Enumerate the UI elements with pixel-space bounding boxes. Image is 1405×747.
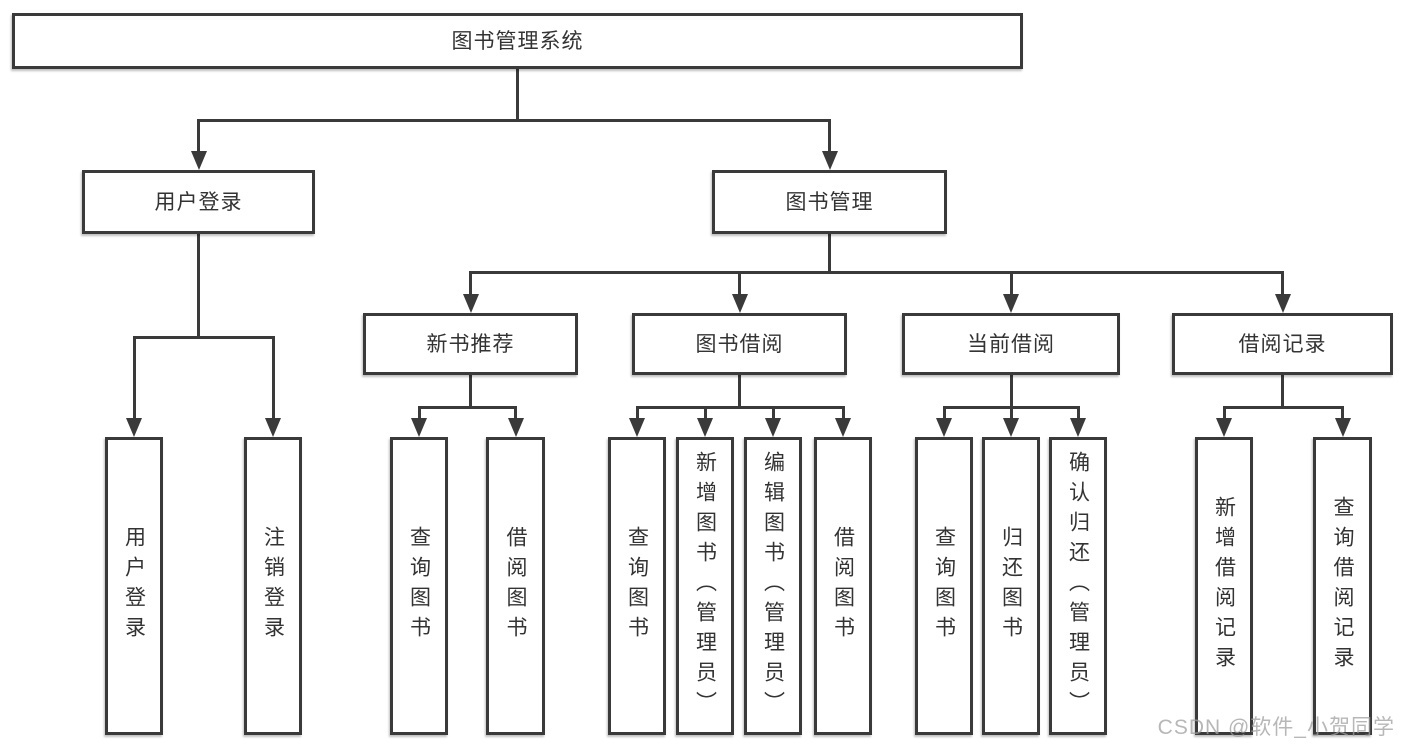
node-label-borrowing-records: 借阅记录 [1238, 332, 1327, 356]
connector-line [841, 406, 845, 421]
node-leaf-borrow-books-rec: 借阅图书 [486, 437, 545, 735]
arrowhead-down-icon [1334, 418, 1351, 437]
node-label-new-book-recommendation: 新书推荐 [426, 332, 515, 356]
connector-line [271, 336, 275, 421]
node-label-leaf-query-borrow-record: 查询借阅记录 [1331, 496, 1354, 676]
connector-line [738, 271, 741, 297]
node-borrowing-records: 借阅记录 [1172, 313, 1393, 375]
arrowhead-down-icon [1003, 418, 1019, 437]
connector-line [1341, 406, 1344, 421]
node-label-library-system: 图书管理系统 [451, 29, 584, 53]
arrowhead-down-icon [821, 151, 838, 170]
node-label-leaf-borrow-books-borrow: 借阅图书 [831, 526, 855, 646]
arrowhead-down-icon [507, 418, 524, 437]
node-label-leaf-borrow-books-rec: 借阅图书 [504, 526, 527, 646]
node-leaf-user-login: 用户登录 [105, 437, 163, 735]
node-label-leaf-user-login: 用户登录 [122, 526, 146, 646]
node-leaf-return-books: 归还图书 [982, 437, 1040, 735]
connector-line [132, 336, 275, 339]
connector-line [738, 375, 741, 409]
connector-line [469, 271, 472, 297]
connector-line [1222, 406, 1226, 421]
node-label-current-borrowing: 当前借阅 [967, 332, 1055, 356]
arrowhead-down-icon [731, 294, 748, 313]
arrowhead-down-icon [765, 418, 781, 437]
connector-line [197, 119, 200, 154]
connector-line [1281, 375, 1284, 409]
connector-line [1009, 271, 1013, 297]
node-leaf-query-borrow-record: 查询借阅记录 [1313, 437, 1372, 735]
arrowhead-down-icon [1070, 418, 1086, 437]
node-label-leaf-add-books-admin: 新增图书（管理员） [693, 451, 717, 721]
node-user-login: 用户登录 [82, 170, 315, 234]
connector-line [703, 406, 707, 421]
node-label-leaf-return-books: 归还图书 [999, 526, 1023, 646]
arrowhead-down-icon [936, 418, 952, 437]
connector-line [635, 406, 639, 421]
connector-line [469, 375, 472, 409]
node-label-user-login: 用户登录 [154, 190, 243, 214]
node-leaf-borrow-books-borrow: 借阅图书 [814, 437, 872, 735]
node-leaf-query-books-borrow: 查询图书 [608, 437, 666, 735]
connector-line [942, 406, 946, 421]
arrowhead-down-icon [126, 418, 142, 437]
connector-line [771, 406, 775, 421]
arrowhead-down-icon [462, 294, 479, 313]
node-leaf-add-borrow-record: 新增借阅记录 [1195, 437, 1253, 735]
arrowhead-down-icon [629, 418, 645, 437]
connector-line [1076, 406, 1080, 421]
node-label-leaf-edit-books-admin: 编辑图书（管理员） [761, 451, 785, 721]
arrowhead-down-icon [835, 418, 851, 437]
connector-line [197, 119, 831, 122]
connector-line [635, 406, 845, 409]
node-leaf-logout: 注销登录 [244, 437, 302, 735]
node-book-management: 图书管理 [712, 170, 947, 234]
arrowhead-down-icon [1216, 418, 1232, 437]
arrowhead-down-icon [1003, 294, 1019, 313]
connector-line [1281, 271, 1284, 297]
connector-line [132, 336, 136, 421]
node-library-system: 图书管理系统 [12, 13, 1023, 69]
node-label-book-borrowing: 图书借阅 [695, 332, 784, 356]
arrowhead-down-icon [265, 418, 281, 437]
node-new-book-recommendation: 新书推荐 [363, 313, 578, 375]
arrowhead-down-icon [1274, 294, 1291, 313]
node-leaf-edit-books-admin: 编辑图书（管理员） [744, 437, 802, 735]
node-label-leaf-logout: 注销登录 [261, 526, 285, 646]
node-leaf-add-books-admin: 新增图书（管理员） [676, 437, 734, 735]
connector-line [514, 406, 517, 421]
node-label-leaf-query-books-current: 查询图书 [932, 526, 956, 646]
connector-line [516, 69, 519, 122]
connector-line [469, 271, 1284, 274]
node-leaf-query-books-current: 查询图书 [915, 437, 973, 735]
node-label-book-management: 图书管理 [785, 190, 874, 214]
node-leaf-query-books-rec: 查询图书 [390, 437, 448, 735]
node-leaf-confirm-return-admin: 确认归还（管理员） [1049, 437, 1107, 735]
arrowhead-down-icon [697, 418, 713, 437]
arrowhead-down-icon [411, 418, 427, 437]
connector-line [1009, 406, 1013, 421]
connector-line [828, 119, 831, 154]
connector-line [417, 406, 517, 409]
node-current-borrowing: 当前借阅 [902, 313, 1120, 375]
connector-line [1222, 406, 1344, 409]
connector-line [1009, 375, 1013, 409]
node-book-borrowing: 图书借阅 [632, 313, 847, 375]
node-label-leaf-query-books-borrow: 查询图书 [625, 526, 649, 646]
connector-line [417, 406, 421, 421]
node-label-leaf-confirm-return-admin: 确认归还（管理员） [1066, 451, 1090, 721]
node-label-leaf-query-books-rec: 查询图书 [407, 526, 431, 646]
connector-line [197, 234, 200, 339]
arrowhead-down-icon [190, 151, 207, 170]
node-label-leaf-add-borrow-record: 新增借阅记录 [1212, 496, 1236, 676]
connector-line [828, 234, 831, 274]
